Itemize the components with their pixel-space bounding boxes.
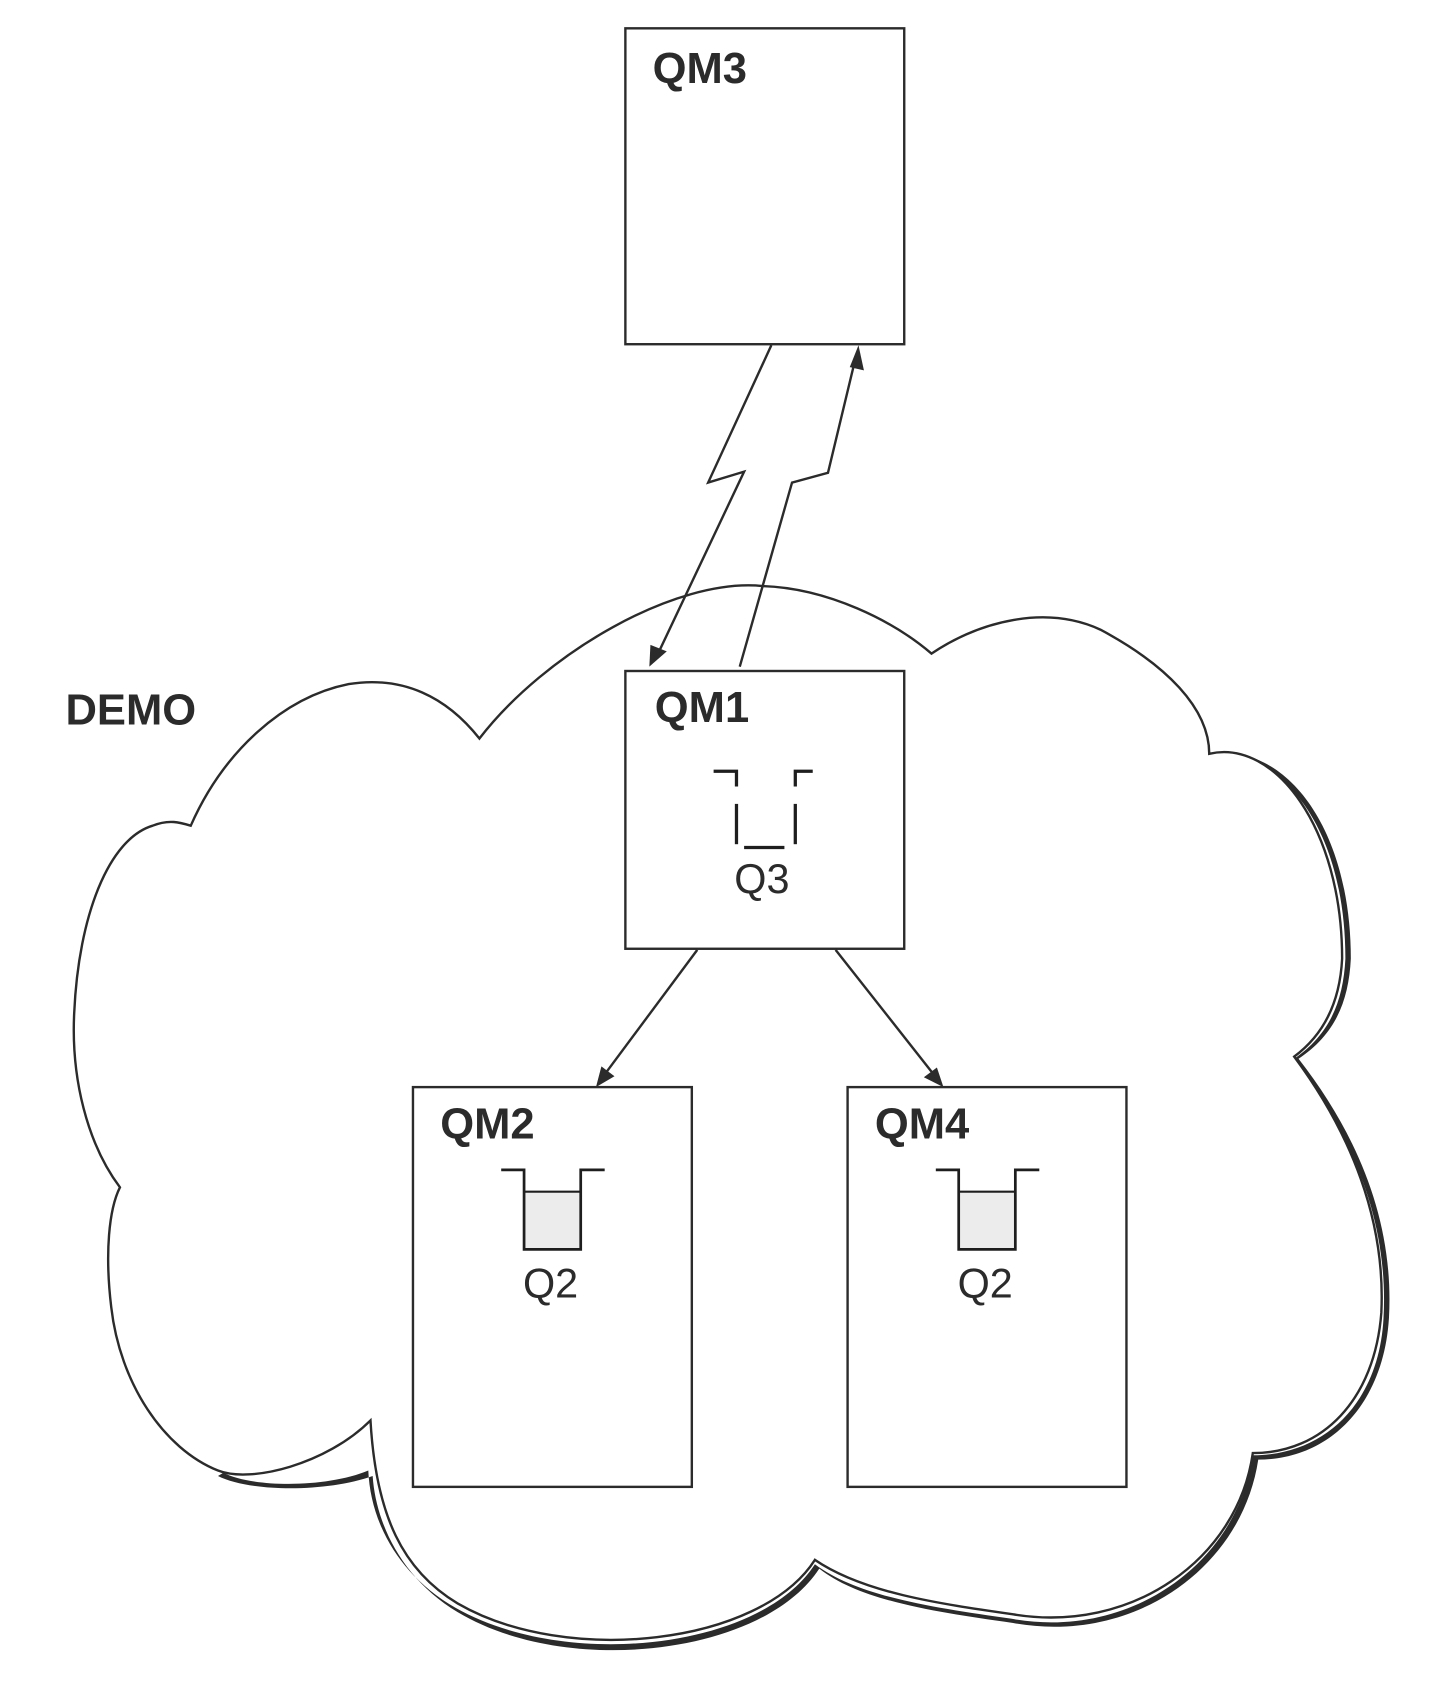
- queue-manager-label: QM4: [875, 1100, 969, 1148]
- arrowhead-icon: [849, 345, 864, 371]
- arrowhead-icon: [649, 644, 667, 667]
- queue-q2-icon: [935, 1168, 1040, 1251]
- queue-manager-qm4: QM4 Q2: [846, 1085, 1128, 1489]
- queue-manager-label: QM2: [440, 1100, 534, 1148]
- queue-label: Q2: [523, 1260, 578, 1306]
- queue-manager-label: QM1: [655, 684, 749, 732]
- queue-manager-qm2: QM2 Q2: [411, 1085, 694, 1489]
- connection-qm1-to-qm4: [834, 949, 944, 1088]
- queue-q3-icon: [713, 769, 813, 850]
- queue-label: Q2: [958, 1260, 1013, 1306]
- queue-manager-qm1: QM1 Q3: [624, 669, 906, 950]
- cluster-label: DEMO: [65, 686, 196, 734]
- channel-qm3-to-qm1: [649, 344, 773, 667]
- channel-qm1-to-qm3: [738, 345, 864, 667]
- arrowhead-icon: [923, 1067, 944, 1088]
- queue-manager-qm3: QM3: [624, 27, 906, 346]
- queue-q2-icon: [501, 1168, 605, 1251]
- queue-manager-label: QM3: [653, 45, 747, 93]
- arrowhead-icon: [595, 1066, 615, 1088]
- connection-qm1-to-qm2: [595, 949, 699, 1088]
- queue-label: Q3: [734, 856, 789, 902]
